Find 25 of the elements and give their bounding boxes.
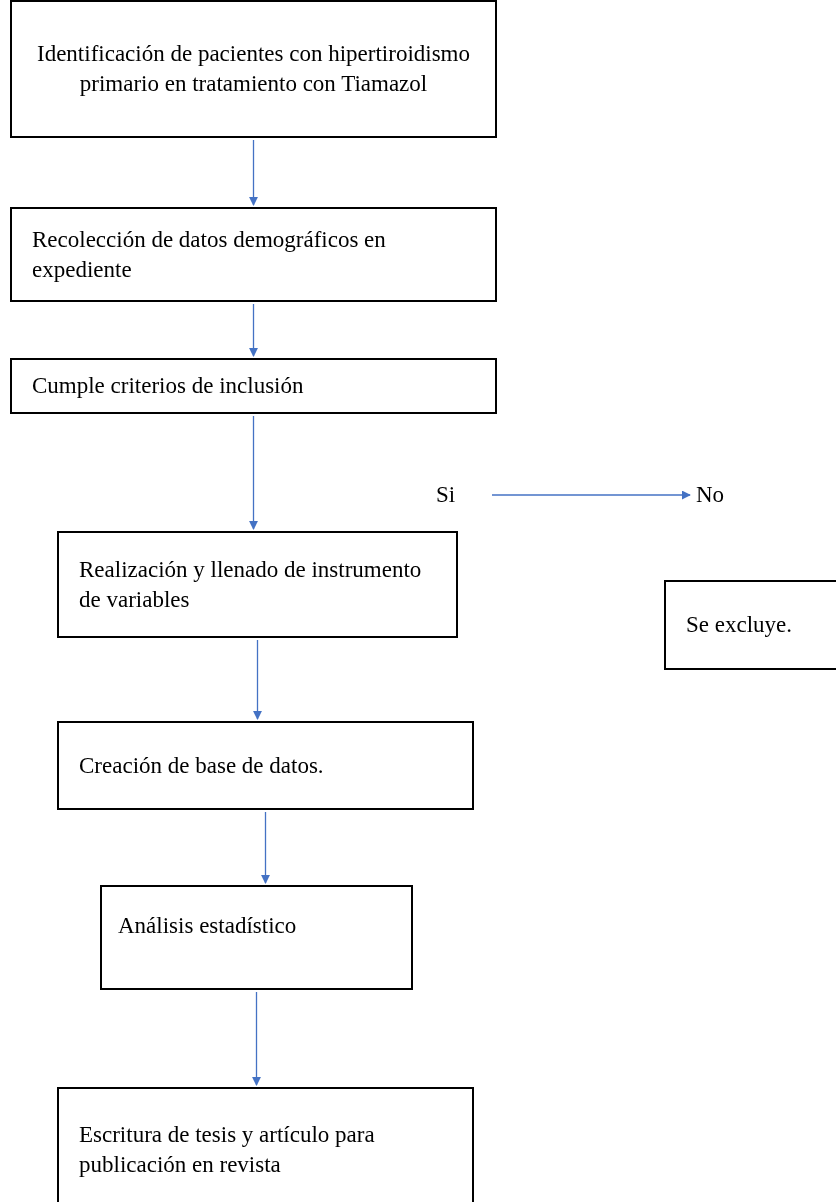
box-text: Recolección de datos demográficos en expediente <box>32 225 387 284</box>
branch-label: No <box>696 478 746 512</box>
arrow <box>249 415 258 530</box>
process-box <box>664 580 836 670</box>
box-text: Creación de base de datos. <box>79 751 325 780</box>
branch-label: Si <box>436 478 470 512</box>
box-text: Realización y llenado de instrumento de variables <box>79 555 423 614</box>
process-box <box>57 531 458 638</box>
arrow <box>249 139 258 206</box>
process-box <box>10 0 497 138</box>
process-box <box>10 358 497 414</box>
arrow <box>249 303 258 357</box>
arrow <box>253 639 262 720</box>
box-text: Análisis estadístico <box>118 912 298 940</box>
process-box <box>57 1087 474 1202</box>
process-box <box>100 885 413 990</box>
box-text: Cumple criterios de inclusión <box>32 372 305 401</box>
arrow <box>261 811 270 884</box>
box-text: Se excluye. <box>686 611 793 640</box>
process-box <box>57 721 474 810</box>
box-text: Identificación de pacientes con hipertiroidismo primario en tratamiento con Tiamazol <box>36 40 471 98</box>
arrow <box>491 490 691 500</box>
process-box <box>10 207 497 302</box>
box-text: Escritura de tesis y artículo para publicación en revista <box>79 1120 376 1179</box>
arrow <box>252 991 261 1086</box>
